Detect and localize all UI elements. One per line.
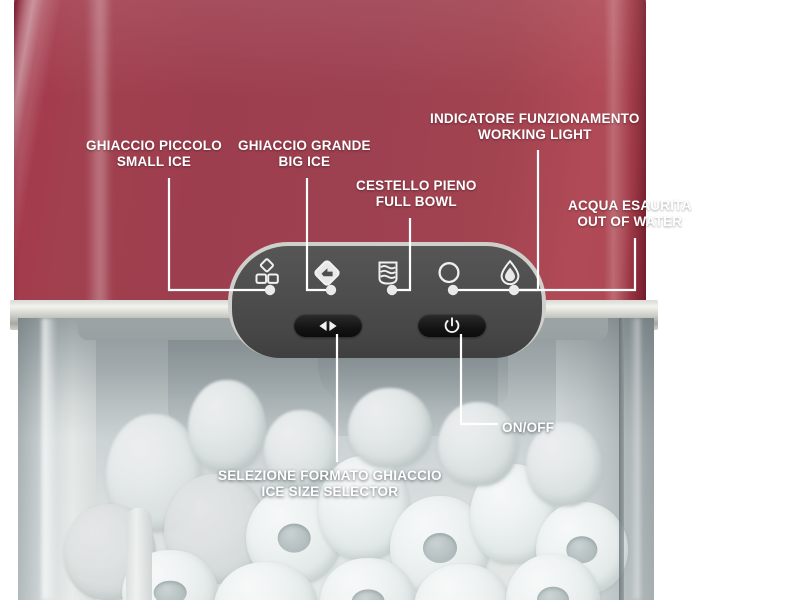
full-bowl-icon <box>371 256 405 290</box>
callout-working-light-it: INDICATORE FUNZIONAMENTO <box>430 111 640 126</box>
ice-bin-window <box>18 318 654 600</box>
callout-small-ice-it: GHIACCIO PICCOLO <box>86 138 222 153</box>
small-ice-icon <box>249 256 283 290</box>
callout-full-bowl-it: CESTELLO PIENO <box>356 178 477 193</box>
callout-out-of-water-en: OUT OF WATER <box>577 214 683 229</box>
power-symbol-icon <box>444 316 460 333</box>
working-light-icon <box>432 256 466 290</box>
callout-ice-size-selector-it: SELEZIONE FORMATO GHIACCIO <box>218 468 442 483</box>
button-row <box>232 312 542 342</box>
power-button[interactable] <box>418 314 486 337</box>
ice-cube <box>264 410 338 488</box>
callout-ice-size-selector: SELEZIONE FORMATO GHIACCIO ICE SIZE SELE… <box>218 468 442 500</box>
callout-on-off-it: ON/OFF <box>502 420 555 435</box>
callout-small-ice-en: SMALL ICE <box>116 154 192 169</box>
housing-right-edge <box>604 0 646 330</box>
callout-out-of-water-it: ACQUA ESAURITA <box>568 198 692 213</box>
window-reflection-right <box>630 318 640 600</box>
ice-cube <box>188 380 266 472</box>
callout-out-of-water: ACQUA ESAURITA OUT OF WATER <box>568 198 692 230</box>
window-reflection-left <box>42 318 56 600</box>
bin-door-handle[interactable] <box>126 508 152 600</box>
housing-sheen <box>14 0 646 98</box>
ice-cube <box>438 402 518 486</box>
housing-gloss-highlight <box>86 0 112 330</box>
callout-working-light: INDICATORE FUNZIONAMENTO WORKING LIGHT <box>430 111 640 143</box>
indicator-icon-row <box>232 256 542 300</box>
callout-small-ice: GHIACCIO PICCOLO SMALL ICE <box>86 138 222 170</box>
callout-full-bowl: CESTELLO PIENO FULL BOWL <box>356 178 477 210</box>
big-ice-icon <box>310 256 344 290</box>
callout-big-ice: GHIACCIO GRANDE BIG ICE <box>238 138 371 170</box>
callout-working-light-en: WORKING LIGHT <box>477 127 592 142</box>
left-right-arrows-icon <box>319 320 337 331</box>
callout-big-ice-en: BIG ICE <box>278 154 331 169</box>
window-frame-right <box>619 318 624 600</box>
ice-size-selector-button[interactable] <box>294 314 362 337</box>
out-of-water-icon <box>493 256 527 290</box>
callout-ice-size-selector-en: ICE SIZE SELECTOR <box>261 484 399 499</box>
ice-cube <box>526 422 602 506</box>
callout-on-off: ON/OFF <box>502 420 554 436</box>
callout-big-ice-it: GHIACCIO GRANDE <box>238 138 371 153</box>
callout-full-bowl-en: FULL BOWL <box>375 194 457 209</box>
ice-cube <box>348 388 432 468</box>
